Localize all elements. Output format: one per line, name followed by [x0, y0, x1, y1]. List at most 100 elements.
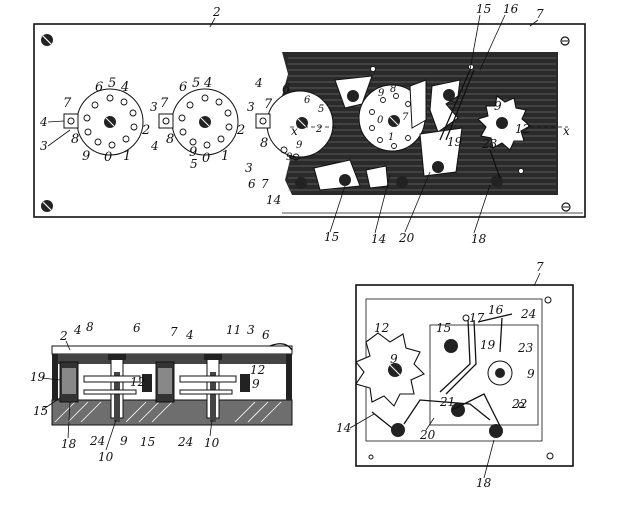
svg-text:6: 6 [248, 177, 256, 191]
dial-2 [158, 88, 239, 156]
pivot-screw-icon [391, 423, 405, 437]
svg-text:7: 7 [261, 177, 269, 191]
svg-text:11: 11 [226, 323, 241, 337]
svg-text:16: 16 [488, 303, 504, 317]
shaft-1 [108, 353, 126, 422]
svg-text:15: 15 [436, 321, 451, 335]
svg-text:2: 2 [141, 123, 150, 138]
corner-screw-icon [41, 200, 53, 212]
svg-text:20: 20 [419, 428, 436, 442]
svg-text:10: 10 [98, 450, 114, 464]
svg-text:9: 9 [252, 377, 260, 391]
svg-text:x: x [563, 124, 570, 138]
svg-text:6: 6 [282, 82, 290, 97]
svg-text:24: 24 [520, 307, 536, 321]
svg-text:15: 15 [324, 230, 339, 244]
figure-1-labels: 2 15 16 7 4 3 3 4 5 3 4 3 6 7 14 15 14 2… [39, 2, 570, 246]
pivot-screw-icon [339, 174, 351, 186]
figure-1: 6 5 4 7 8 9 0 1 2 6 5 4 7 8 9 0 1 2 6 7 … [33, 2, 586, 246]
svg-text:7: 7 [160, 96, 169, 111]
svg-text:5: 5 [190, 157, 198, 171]
svg-text:3: 3 [247, 323, 255, 337]
pivot-screw-icon [451, 403, 465, 417]
svg-text:4: 4 [150, 139, 159, 153]
svg-text:8: 8 [390, 84, 396, 95]
svg-text:7: 7 [402, 112, 409, 123]
pivot-screw-icon [491, 175, 503, 187]
svg-text:14: 14 [371, 232, 386, 246]
svg-text:0: 0 [104, 150, 112, 165]
svg-text:5: 5 [318, 104, 324, 115]
ratchet-wheel [476, 95, 531, 151]
svg-text:8: 8 [166, 132, 174, 147]
svg-text:9: 9 [120, 434, 128, 448]
svg-text:9: 9 [378, 88, 385, 99]
svg-text:18: 18 [471, 232, 487, 246]
svg-text:19: 19 [30, 370, 46, 384]
figure-2-labels: 2 4 8 6 7 4 11 3 6 19 15 12 12 9 18 24 9… [30, 320, 270, 464]
svg-text:7: 7 [264, 97, 273, 112]
corner-screw-icon [41, 34, 53, 46]
svg-text:12: 12 [515, 122, 530, 136]
svg-text:14: 14 [336, 421, 351, 435]
svg-text:3: 3 [150, 100, 158, 114]
svg-text:12: 12 [374, 321, 389, 335]
svg-text:20: 20 [398, 231, 415, 245]
svg-text:5: 5 [108, 76, 116, 91]
svg-text:10: 10 [204, 436, 220, 450]
svg-text:24: 24 [89, 434, 105, 448]
dial-3 [255, 90, 334, 161]
svg-text:9: 9 [390, 352, 398, 366]
svg-text:6: 6 [133, 321, 141, 335]
svg-text:7: 7 [63, 96, 72, 111]
svg-text:1: 1 [388, 132, 394, 143]
pivot-screw-icon [489, 424, 503, 438]
svg-text:23: 23 [517, 341, 534, 355]
svg-text:18: 18 [61, 437, 77, 451]
figure-3: 7 12 9 15 17 16 24 19 23 9 21 22 14 20 1… [336, 260, 574, 490]
figure-3-labels: 7 12 9 15 17 16 24 19 23 9 21 22 14 20 1… [336, 260, 544, 490]
pivot-screw-icon [295, 177, 307, 189]
svg-text:5: 5 [192, 76, 200, 91]
svg-text:0: 0 [202, 151, 210, 166]
svg-text:6: 6 [304, 95, 311, 106]
svg-text:8: 8 [86, 320, 94, 334]
svg-text:9: 9 [527, 367, 535, 381]
svg-text:15: 15 [33, 404, 48, 418]
svg-text:12: 12 [130, 375, 145, 389]
svg-text:4: 4 [120, 80, 129, 95]
pivot-screw-icon [396, 176, 408, 188]
svg-text:15: 15 [140, 435, 155, 449]
svg-text:1: 1 [221, 149, 229, 164]
svg-text:x: x [291, 124, 298, 138]
svg-text:4: 4 [203, 76, 212, 91]
svg-text:22: 22 [511, 397, 527, 411]
svg-text:9: 9 [189, 145, 197, 160]
svg-text:16: 16 [503, 2, 519, 16]
svg-text:3: 3 [40, 139, 48, 153]
svg-text:18: 18 [476, 476, 492, 490]
svg-text:4: 4 [73, 323, 82, 337]
svg-text:15: 15 [476, 2, 491, 16]
svg-text:7: 7 [536, 7, 544, 21]
detail-ratchet-wheel [355, 332, 425, 407]
svg-text:8: 8 [260, 136, 268, 151]
figure-2: 2 4 8 6 7 4 11 3 6 19 15 12 12 9 18 24 9… [30, 320, 293, 464]
svg-text:6: 6 [179, 80, 187, 95]
svg-text:2: 2 [212, 5, 221, 19]
svg-text:9: 9 [296, 140, 303, 151]
svg-text:3: 3 [245, 161, 253, 175]
pivot-screw-icon [443, 89, 455, 101]
svg-text:2: 2 [59, 329, 68, 343]
svg-text:6: 6 [95, 80, 103, 95]
svg-text:9: 9 [494, 99, 502, 113]
pivot-screw-icon [432, 161, 444, 173]
post-2 [155, 361, 175, 403]
shaft-2 [204, 353, 222, 422]
svg-text:9: 9 [82, 149, 90, 164]
dial-1-digits: 6 5 4 7 8 9 0 1 2 [63, 76, 150, 165]
svg-text:2: 2 [236, 123, 245, 138]
svg-text:23: 23 [481, 137, 498, 151]
svg-text:21: 21 [439, 395, 455, 409]
